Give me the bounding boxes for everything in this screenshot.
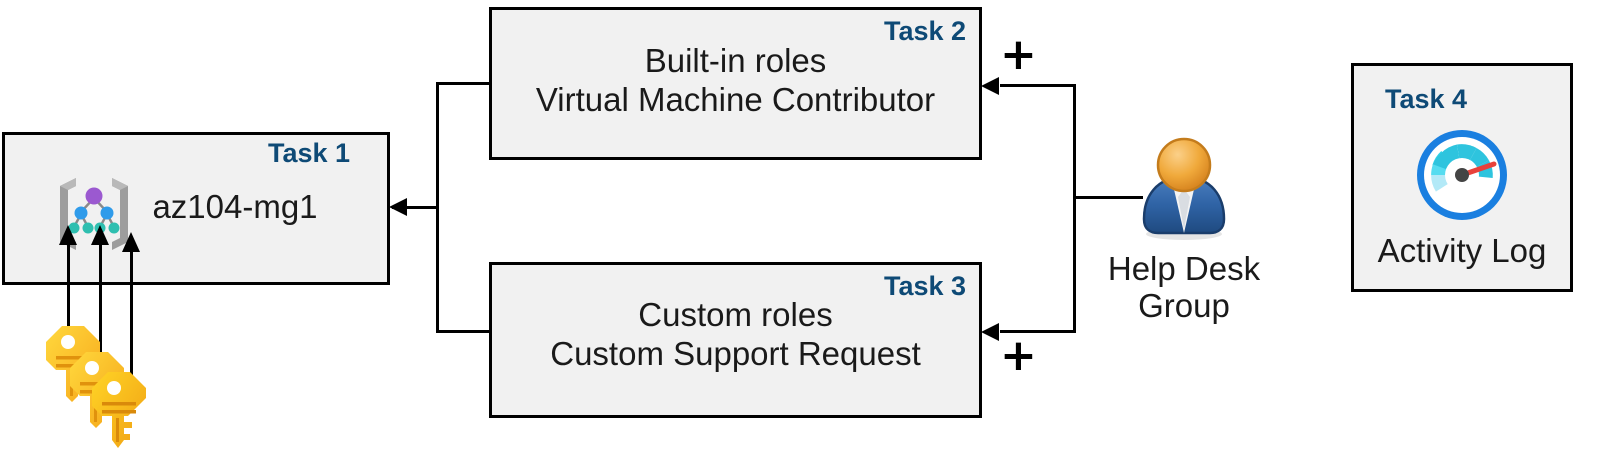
user-group-icon [1132,137,1236,247]
activity-log-gauge-icon [1414,127,1510,223]
key-arrow-head-3 [122,232,140,252]
task1-label: Task 1 [268,138,351,168]
task1-text: az104-mg1 [100,188,370,227]
connector-to-task3 [1000,330,1076,333]
key-arrow-head-2 [91,225,109,245]
plus-bottom-icon: + [1000,330,1037,381]
connector-from-actor [1073,196,1143,199]
key-arrow-line-2 [99,245,102,370]
connector-right-trunk [1073,84,1076,332]
connector-task3-stub [436,330,491,333]
key-arrow-line-3 [130,252,133,387]
task3-text-line-2: Custom Support Request [550,334,921,372]
task3-label: Task 3 [884,271,967,301]
connector-task2-stub [436,82,491,85]
task1-text-line-1: az104-mg1 [152,188,318,225]
actor-caption: Help Desk Group [1084,250,1284,325]
task2-text: Built-in roles Virtual Machine Contribut… [495,42,976,120]
task2-text-line-2: Virtual Machine Contributor [535,80,936,118]
task3-text-line-1: Custom roles [638,296,833,333]
connector-to-task1 [392,206,438,209]
actor-caption-line-1: Help Desk [1107,250,1261,287]
task4-text: Activity Log [1356,232,1568,271]
task4-text-line-1: Activity Log [1377,232,1547,269]
connector-to-task2 [1000,84,1076,87]
plus-top-icon: + [1000,29,1037,80]
key-arrow-head-1 [59,225,77,245]
task3-box[interactable] [489,262,982,418]
arrow-into-task2 [981,77,999,95]
task2-text-line-1: Built-in roles [644,42,827,79]
task3-text: Custom roles Custom Support Request [495,296,976,374]
keys-icon [38,318,148,449]
key-arrow-line-1 [67,245,70,355]
task2-label: Task 2 [884,16,967,46]
arrow-into-task3 [981,323,999,341]
arrow-into-task1 [389,198,407,216]
task2-box[interactable] [489,7,982,160]
task4-label: Task 4 [1385,84,1468,114]
actor-caption-line-2: Group [1138,286,1230,324]
